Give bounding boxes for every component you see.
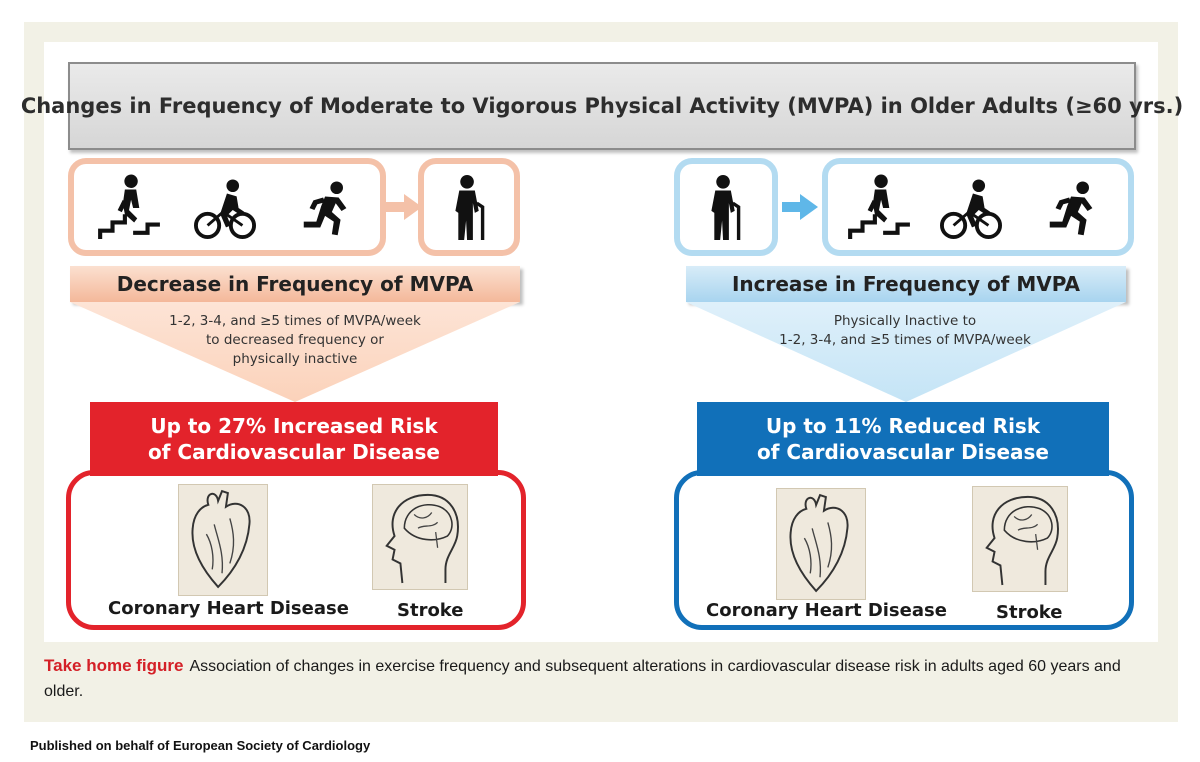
- brain-head-sketch-icon: [972, 486, 1068, 592]
- right-coronary-heart-disease-label: Coronary Heart Disease: [706, 600, 947, 621]
- brain-head-sketch-icon: [372, 484, 468, 590]
- heart-sketch-icon: [178, 484, 268, 596]
- caption-label: Take home figure: [44, 656, 184, 675]
- decrease-description: 1-2, 3-4, and ≥5 times of MVPA/week to d…: [169, 313, 421, 367]
- runner-icon: [1042, 177, 1104, 245]
- publisher-note: Published on behalf of European Society …: [30, 738, 371, 753]
- right-stroke-label: Stroke: [996, 602, 1063, 623]
- stairs-climber-icon: [848, 173, 910, 241]
- stairs-climber-icon: [98, 173, 160, 241]
- left-stroke-label: Stroke: [397, 600, 464, 621]
- increase-description: Physically Inactive to 1-2, 3-4, and ≥5 …: [779, 313, 1031, 348]
- left-funnel: [70, 302, 520, 402]
- left-right-arrow: [386, 194, 422, 220]
- heart-sketch-icon: [776, 488, 866, 600]
- right-funnel: [686, 302, 1126, 402]
- increased-risk-label: Up to 27% Increased Risk of Cardiovascul…: [90, 402, 498, 476]
- decrease-banner: Decrease in Frequency of MVPA: [70, 266, 520, 302]
- cyclist-icon: [940, 175, 1002, 243]
- cyclist-icon: [194, 175, 256, 243]
- elderly-person-cane-icon: [694, 174, 756, 242]
- title-box: Changes in Frequency of Moderate to Vigo…: [21, 62, 1183, 150]
- right-right-arrow: [782, 194, 818, 220]
- increase-banner: Increase in Frequency of MVPA: [686, 266, 1126, 302]
- figure-title: Changes in Frequency of Moderate to Vigo…: [20, 94, 1184, 118]
- left-coronary-heart-disease-label: Coronary Heart Disease: [108, 598, 349, 619]
- reduced-risk-label: Up to 11% Reduced Risk of Cardiovascular…: [697, 402, 1109, 476]
- elderly-person-cane-icon: [438, 174, 500, 242]
- caption-text: Association of changes in exercise frequ…: [44, 658, 1121, 700]
- runner-icon: [296, 177, 358, 245]
